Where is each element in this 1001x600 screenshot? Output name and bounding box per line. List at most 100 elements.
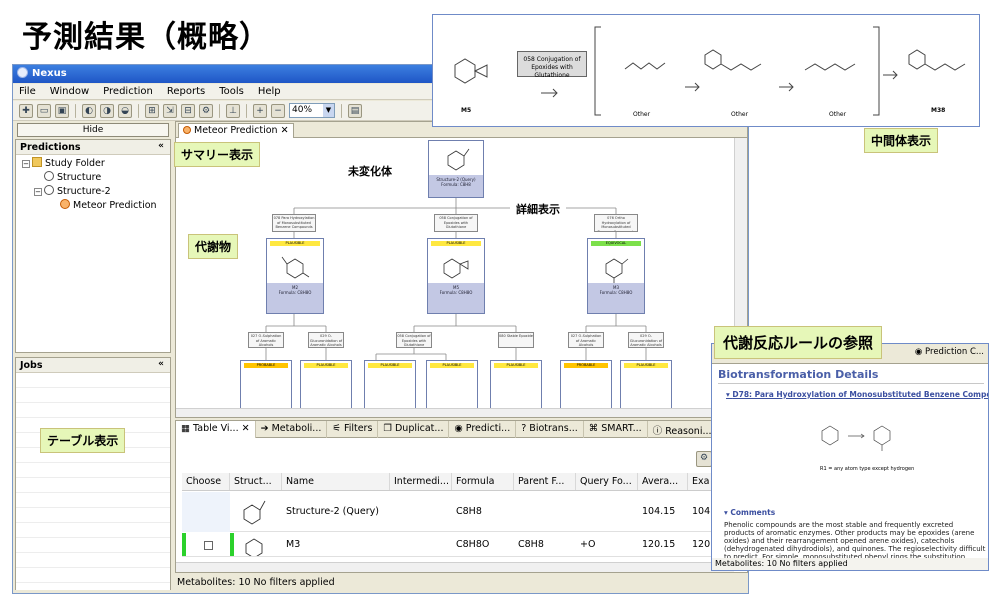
root-structure-node[interactable]: Structure-2 (Query)Formula: C8H8 bbox=[428, 140, 484, 198]
settings-icon[interactable]: ⚙ bbox=[199, 103, 213, 118]
reaction-rule-box[interactable]: 058 Conjugation of Epoxides with Glutath… bbox=[517, 51, 587, 79]
rule-node[interactable]: 027 O-Sulphation of Aromatic Alcohols bbox=[568, 332, 604, 348]
tree-item-structure[interactable]: Structure bbox=[20, 171, 166, 185]
tab-reasoning[interactable]: ⓘ Reasoni... bbox=[648, 421, 718, 438]
close-icon[interactable]: ✕ bbox=[280, 125, 289, 136]
menu-file[interactable]: File bbox=[19, 86, 36, 97]
tab-duplicates[interactable]: ❐ Duplicat... bbox=[378, 421, 450, 438]
formula-cell: C8H8 bbox=[456, 506, 482, 517]
menu-help[interactable]: Help bbox=[257, 86, 281, 97]
table-options-icon[interactable]: ⚙ bbox=[696, 451, 712, 467]
metabolite-node[interactable]: PLAUSIBLE bbox=[620, 360, 672, 410]
biotransformation-rule-link[interactable]: ▾ D78: Para Hydroxylation of Monosubstit… bbox=[726, 390, 988, 402]
horizontal-scrollbar[interactable] bbox=[176, 408, 734, 417]
metabolite-tree-canvas[interactable]: Structure-2 (Query)Formula: C8H8 078 Par… bbox=[176, 138, 733, 410]
stop-icon[interactable]: ◒ bbox=[118, 103, 132, 118]
bottom-tabstrip: ▦ Table Vi... ✕ ➔ Metaboli... ⚟ Filters … bbox=[176, 421, 747, 438]
node-id: M2 bbox=[292, 285, 298, 291]
metabolite-node[interactable]: PROBABLE bbox=[240, 360, 292, 410]
tree-item-meteor-prediction[interactable]: Meteor Prediction bbox=[20, 199, 166, 213]
tab-prediction-comments[interactable]: ◉ Prediction C... bbox=[915, 347, 984, 357]
zoom-select[interactable]: 40%▼ bbox=[289, 103, 335, 118]
open-folder-icon[interactable]: ▭ bbox=[37, 103, 51, 118]
rule-node[interactable]: 058 Conjugation of Epoxides with Glutath… bbox=[434, 214, 478, 232]
column-header[interactable]: Parent F... bbox=[514, 473, 576, 490]
tree-layout-icon[interactable]: ⊥ bbox=[226, 103, 240, 118]
table-row[interactable]: Structure-2 (Query) C8H8 104.15 104 bbox=[182, 491, 738, 532]
close-icon[interactable]: ✕ bbox=[241, 423, 250, 434]
node-id: M3 bbox=[613, 285, 619, 291]
metabolite-node[interactable]: PROBABLE bbox=[560, 360, 612, 410]
zoom-in-icon[interactable]: + bbox=[253, 103, 267, 118]
menu-tools[interactable]: Tools bbox=[219, 86, 244, 97]
metabolite-node[interactable]: PLAUSIBLE bbox=[364, 360, 416, 410]
save-folder-icon[interactable]: ▣ bbox=[55, 103, 69, 118]
tab-filters[interactable]: ⚟ Filters bbox=[327, 421, 379, 438]
layout-icon[interactable]: ⊞ bbox=[145, 103, 159, 118]
rule-node[interactable]: 080 Stable Epoxide bbox=[498, 332, 534, 348]
tab-table-view[interactable]: ▦ Table Vi... ✕ bbox=[176, 421, 256, 438]
collapse-icon[interactable]: « bbox=[158, 141, 164, 151]
tab-smart[interactable]: ⌘ SMART... bbox=[584, 421, 648, 438]
rule-node[interactable]: 078 Para Hydroxylation of Monosubstitute… bbox=[272, 214, 316, 232]
prediction-tree: − Study Folder Structure − Structure-2 Met… bbox=[16, 155, 170, 215]
folder-icon bbox=[32, 157, 42, 167]
export-icon[interactable]: ⇲ bbox=[163, 103, 177, 118]
tree-item-label: Structure-2 bbox=[57, 186, 111, 197]
column-header[interactable]: Avera... bbox=[638, 473, 688, 490]
collapse-toggle-icon[interactable]: − bbox=[34, 188, 42, 196]
document-icon[interactable]: ▤ bbox=[348, 103, 362, 118]
table-row[interactable]: M3 C8H8O C8H8 +O 120.15 120 bbox=[182, 533, 738, 557]
metabolite-node[interactable]: PLAUSIBLE bbox=[426, 360, 478, 410]
tree-item-study-folder[interactable]: − Study Folder bbox=[20, 157, 166, 171]
choose-checkbox[interactable] bbox=[204, 540, 213, 550]
structure-icon bbox=[443, 258, 469, 279]
tab-label: Filters bbox=[343, 423, 373, 434]
tree-item-structure-2[interactable]: − Structure-2 bbox=[20, 185, 166, 199]
rule-node[interactable]: 076 Ortho Hydroxylation of Monosubstitut… bbox=[594, 214, 638, 232]
zoom-out-icon[interactable]: − bbox=[271, 103, 285, 118]
run-icon[interactable]: ◐ bbox=[82, 103, 96, 118]
likelihood-badge: PLAUSIBLE bbox=[430, 363, 474, 368]
tree-item-label: Study Folder bbox=[45, 158, 105, 169]
toolbar-separator bbox=[219, 103, 220, 118]
column-header[interactable]: Intermedi... bbox=[390, 473, 452, 490]
tab-biotransformations[interactable]: ? Biotrans... bbox=[516, 421, 584, 438]
tab-predictions[interactable]: ◉ Predicti... bbox=[449, 421, 517, 438]
chevron-down-icon[interactable]: ▼ bbox=[323, 104, 334, 117]
rule-node[interactable]: 027 O-Sulphation of Aromatic Alcohols bbox=[248, 332, 284, 348]
predictions-panel: Predictions« −Study Folder Structure −St… bbox=[15, 139, 171, 353]
new-icon[interactable]: ✚ bbox=[19, 103, 33, 118]
rule-node[interactable]: 029 O-Glucuronidation of Aromatic Alcoho… bbox=[308, 332, 344, 348]
report-icon[interactable]: ⊟ bbox=[181, 103, 195, 118]
hide-button[interactable]: Hide bbox=[17, 123, 169, 137]
collapse-icon[interactable]: « bbox=[158, 359, 164, 369]
column-header[interactable]: Query Fo... bbox=[576, 473, 638, 490]
choose-cell bbox=[182, 533, 230, 556]
collapse-toggle-icon[interactable]: − bbox=[22, 160, 30, 168]
column-header[interactable]: Name bbox=[282, 473, 390, 490]
tab-meteor-prediction[interactable]: Meteor Prediction ✕ bbox=[178, 123, 294, 138]
filter-icon: ⚟ bbox=[332, 423, 341, 434]
rule-node[interactable]: 029 O-Glucuronidation of Aromatic Alcoho… bbox=[628, 332, 664, 348]
column-header[interactable]: Struct... bbox=[230, 473, 282, 490]
tab-metabolites[interactable]: ➔ Metaboli... bbox=[256, 421, 328, 438]
likelihood-badge: PLAUSIBLE bbox=[431, 241, 481, 246]
metabolite-node[interactable]: PLAUSIBLE bbox=[490, 360, 542, 410]
menu-prediction[interactable]: Prediction bbox=[103, 86, 153, 97]
column-header[interactable]: Choose bbox=[182, 473, 230, 490]
likelihood-badge: PLAUSIBLE bbox=[624, 363, 668, 368]
intermediate-pathway bbox=[454, 26, 966, 116]
run-options-icon[interactable]: ◑ bbox=[100, 103, 114, 118]
metabolite-node[interactable]: PLAUSIBLE bbox=[300, 360, 352, 410]
tree-item-label: Structure bbox=[57, 172, 102, 183]
menu-reports[interactable]: Reports bbox=[166, 86, 206, 97]
table-horizontal-scrollbar[interactable] bbox=[176, 562, 734, 572]
comments-header[interactable]: ▾ Comments bbox=[724, 508, 775, 517]
rule-node[interactable]: 058 Conjugation of Epoxides with Glutath… bbox=[396, 332, 432, 348]
column-header[interactable]: Formula bbox=[452, 473, 514, 490]
menu-window[interactable]: Window bbox=[49, 86, 90, 97]
